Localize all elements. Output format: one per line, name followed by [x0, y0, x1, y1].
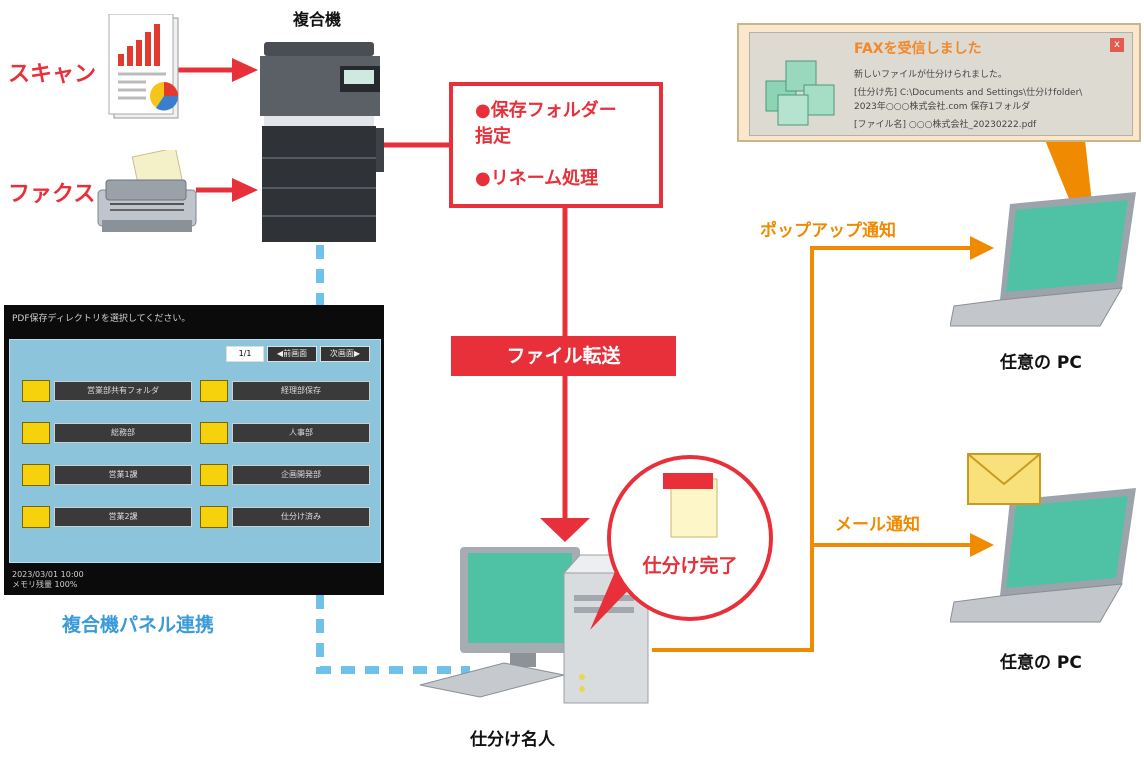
folder-button[interactable]: 経理部保存: [232, 381, 370, 401]
popup-title: FAXを受信しました: [854, 41, 982, 57]
popup-notify-label: ポップアップ通知: [760, 221, 896, 241]
fax-label: ファクス: [8, 182, 96, 207]
folder-button[interactable]: 営業2課: [54, 507, 192, 527]
sort-done-bubble: 仕分け完了: [607, 455, 773, 621]
mfp-panel: PDF保存ディレクトリを選択してください。 1/1 ◀前画面 次画面▶ 営業部共…: [4, 305, 384, 595]
popup-line: 2023年○○○株式会社.com 保存1フォルダ: [854, 102, 1031, 112]
laptop-top-icon: [950, 192, 1136, 327]
folder-icon: [22, 422, 50, 444]
fax-popup: FAXを受信しました x 新しいファイルが仕分けられました。 [仕分け先] C:…: [737, 23, 1141, 142]
envelope-icon: [967, 453, 1041, 505]
panel-prev-button[interactable]: ◀前画面: [267, 346, 317, 362]
panel-page-indicator: 1/1: [226, 346, 264, 362]
folder-icon: [22, 506, 50, 528]
popup-line: [ファイル名] ○○○株式会社_20230222.pdf: [854, 120, 1037, 130]
scan-arrow-head: [232, 58, 258, 82]
folder-button[interactable]: 総務部: [54, 423, 192, 443]
mfp-icon: [260, 42, 384, 242]
fax-stack-icon: [765, 60, 835, 126]
laptop-bottom-icon: [950, 488, 1136, 623]
panel-footer-datetime: 2023/03/01 10:00: [12, 570, 84, 579]
panel-link-label: 複合機パネル連携: [62, 614, 215, 636]
sort-done-label: 仕分け完了: [642, 555, 738, 577]
panel-screen: 1/1 ◀前画面 次画面▶ 営業部共有フォルダ 経理部保存 総務部 人事部 営業…: [9, 339, 381, 563]
orange-popup-line: [652, 246, 975, 652]
folder-button[interactable]: 人事部: [232, 423, 370, 443]
folder-button[interactable]: 仕分け済み: [232, 507, 370, 527]
pc-top-label: 任意の PC: [1000, 353, 1082, 373]
popup-line: [仕分け先] C:\Documents and Settings\仕分けfold…: [854, 88, 1083, 98]
scan-label: スキャン: [8, 62, 97, 87]
fax-arrow-head: [232, 178, 258, 202]
mfp-label: 複合機: [293, 10, 342, 29]
pc-bottom-label: 任意の PC: [1000, 653, 1082, 673]
file-transfer-band: ファイル転送: [451, 336, 676, 376]
folder-icon: [22, 464, 50, 486]
sorted-document-icon: [663, 473, 718, 538]
sorter-pc-icon: [419, 547, 654, 704]
document-chart-icon: [108, 14, 179, 119]
folder-button[interactable]: 企画開発部: [232, 465, 370, 485]
callout-rename-item: ●リネーム処理: [475, 168, 599, 189]
folder-icon: [22, 380, 50, 402]
close-icon[interactable]: x: [1110, 38, 1124, 52]
popup-body: FAXを受信しました x 新しいファイルが仕分けられました。 [仕分け先] C:…: [749, 32, 1133, 136]
mail-arrow-head: [970, 533, 994, 557]
callout-folder-item-2: 指定: [475, 126, 511, 147]
panel-next-button[interactable]: 次画面▶: [320, 346, 370, 362]
popup-line: 新しいファイルが仕分けられました。: [854, 70, 1008, 80]
folder-button[interactable]: 営業部共有フォルダ: [54, 381, 192, 401]
popup-arrow-head: [970, 236, 994, 260]
folder-icon: [200, 380, 228, 402]
panel-footer: 2023/03/01 10:00 メモリ残量 100%: [12, 570, 84, 590]
folder-icon: [200, 464, 228, 486]
panel-dashed-line: [316, 595, 470, 674]
sorter-arrow-head: [540, 518, 590, 542]
folder-button[interactable]: 営業1課: [54, 465, 192, 485]
panel-footer-memory: メモリ残量 100%: [12, 580, 78, 589]
sorter-label: 仕分け名人: [470, 730, 555, 750]
process-callout: ●保存フォルダー 指定 ●リネーム処理: [449, 82, 663, 208]
callout-folder-item: ●保存フォルダー: [475, 100, 617, 121]
panel-header: PDF保存ディレクトリを選択してください。: [12, 314, 191, 324]
mail-notify-label: メール通知: [835, 515, 920, 535]
folder-icon: [200, 422, 228, 444]
folder-icon: [200, 506, 228, 528]
fax-machine-icon: [97, 150, 197, 232]
